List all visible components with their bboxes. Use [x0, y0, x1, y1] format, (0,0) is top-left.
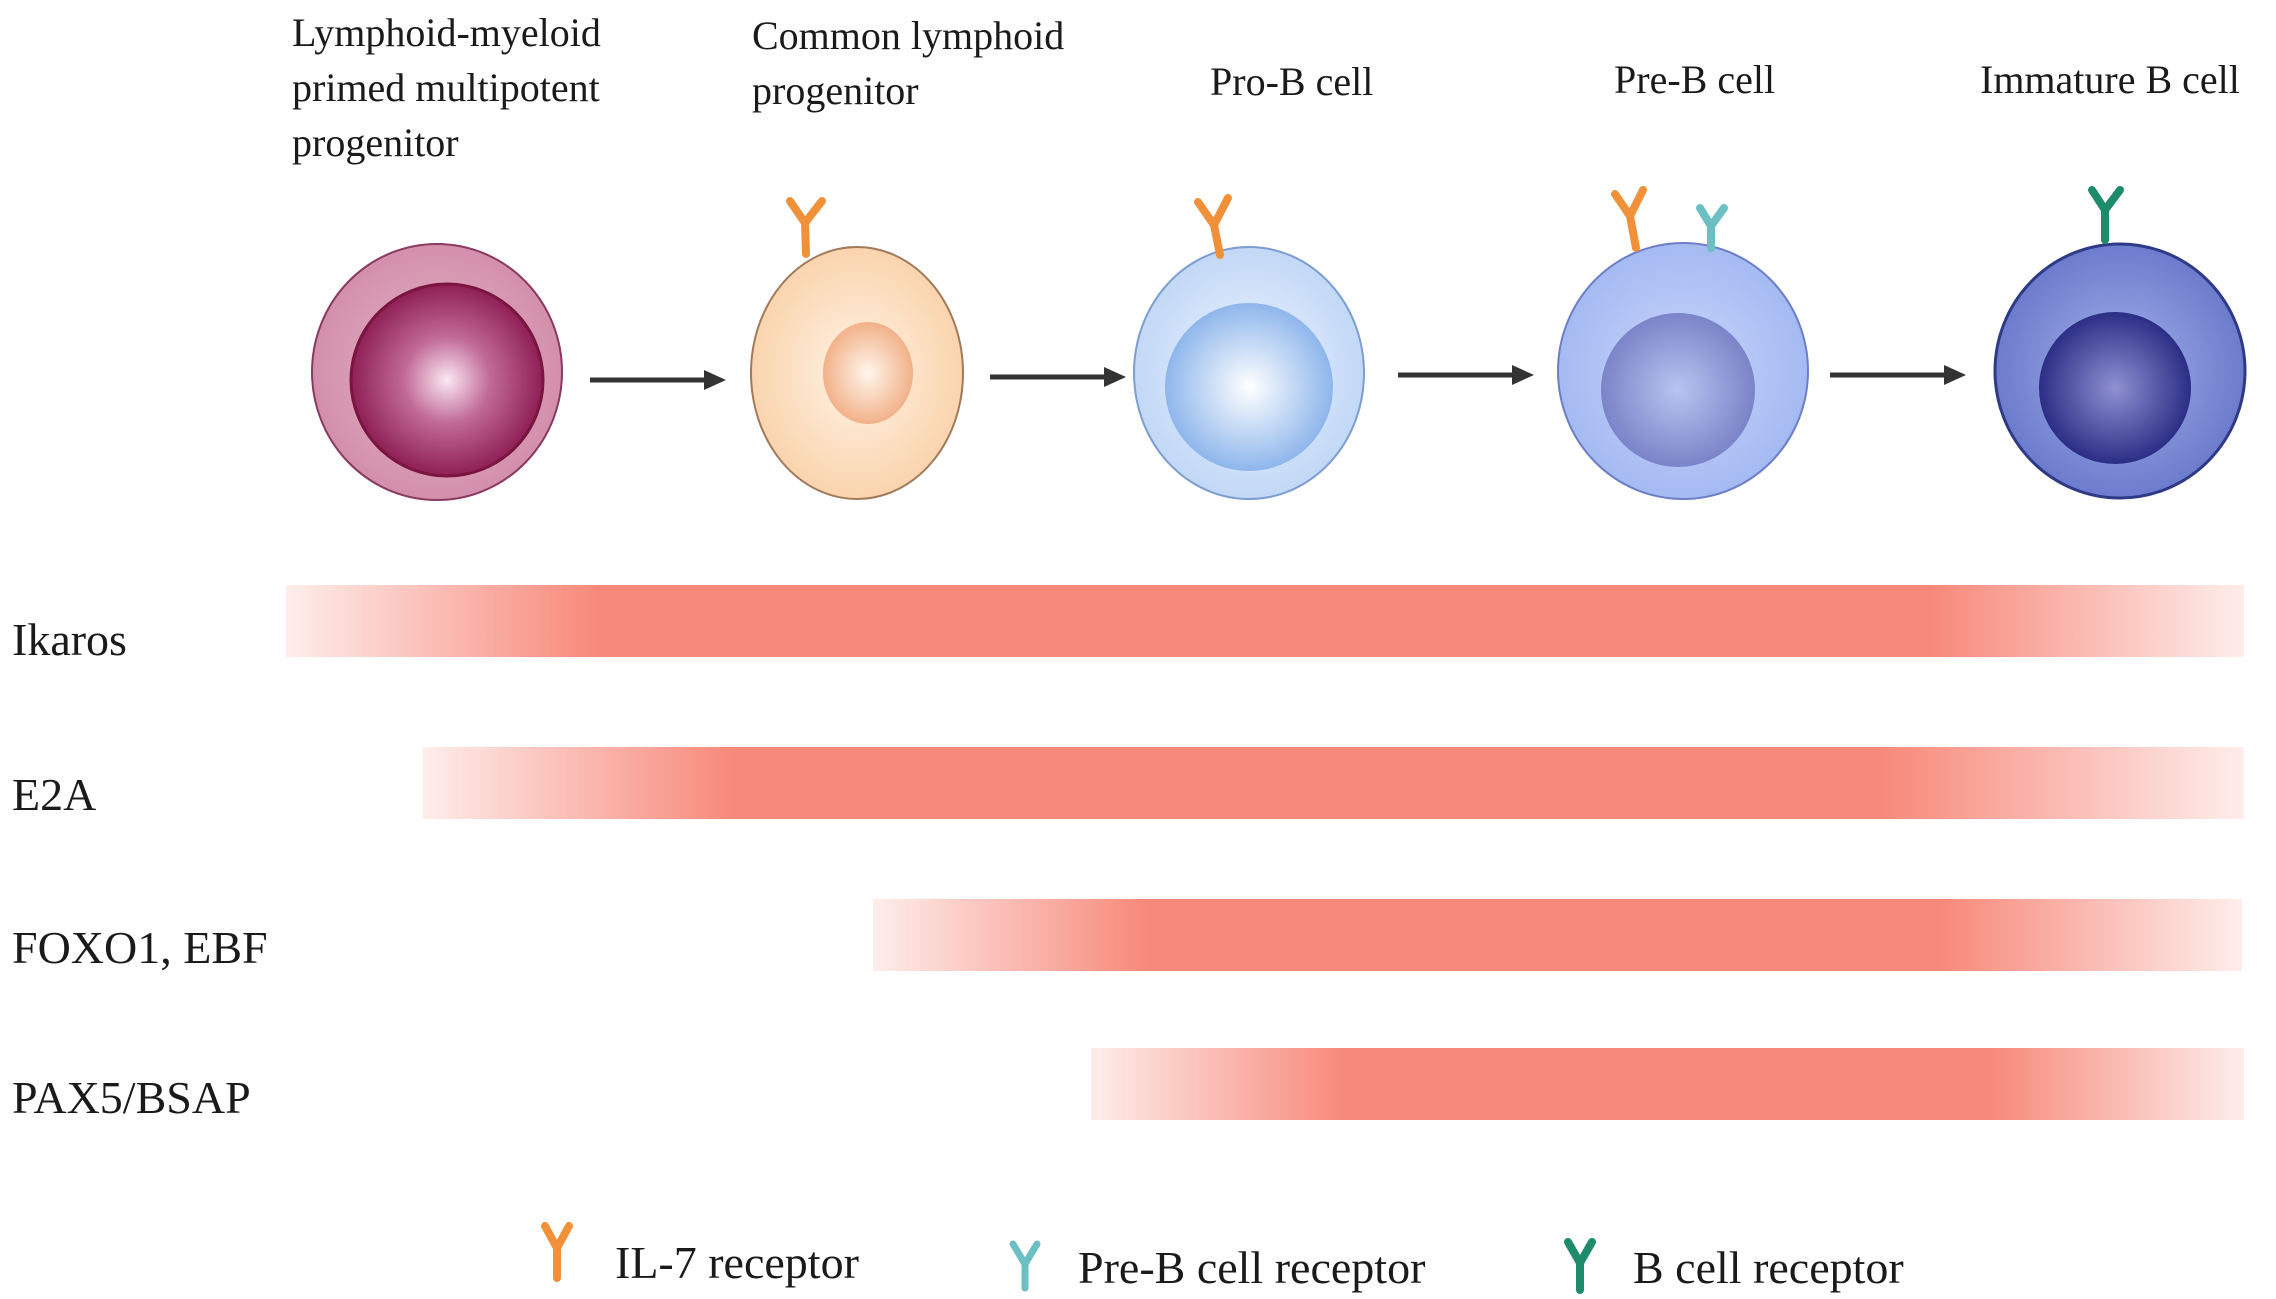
stage-label-immature-b: Immature B cell	[1980, 57, 2240, 102]
factor-label-ikaros: Ikaros	[12, 614, 127, 665]
arrow-lmpp-to-clp	[590, 370, 726, 390]
arrow-clp-to-pro-b	[990, 367, 1126, 387]
cell-pre-b	[1557, 242, 1809, 500]
arrow-pro-b-to-pre-b	[1398, 365, 1534, 385]
expression-bar-pax5-bsap	[1091, 1048, 2244, 1120]
expression-bar-foxo1-ebf	[873, 899, 2242, 971]
expression-bar-ikaros	[286, 585, 2244, 657]
legend-label-pre-b-cell-receptor: Pre-B cell receptor	[1078, 1242, 1426, 1293]
pre-b-cell-receptor-icon	[1696, 204, 1728, 252]
cell-lineage-graphic	[311, 186, 2247, 501]
stage-label-pro-b: Pro-B cell	[1210, 59, 1374, 104]
cell-pro-b	[1133, 246, 1365, 500]
factor-label-foxo1-ebf: FOXO1, EBF	[12, 922, 268, 973]
stage-label-clp: Common lymphoid progenitor	[752, 13, 1065, 113]
b-cell-receptor-icon	[2088, 186, 2124, 244]
b-cell-receptor-legend-icon	[1564, 1238, 1596, 1294]
cell-clp	[750, 246, 964, 500]
stage-label-pre-b: Pre-B cell	[1614, 57, 1776, 102]
expression-bar-e2a	[423, 747, 2244, 819]
il7-receptor-icon	[1194, 194, 1232, 259]
legend-label-b-cell-receptor: B cell receptor	[1633, 1242, 1904, 1293]
il7-receptor-icon	[786, 197, 826, 258]
cell-immature-b	[1993, 242, 2247, 500]
stage-label-lmpp: Lymphoid-myeloid primed multipotent prog…	[292, 10, 601, 165]
legend-label-il7-receptor: IL-7 receptor	[615, 1237, 859, 1288]
il7-receptor-icon	[1611, 186, 1647, 252]
factor-label-pax5-bsap: PAX5/BSAP	[12, 1072, 251, 1123]
factor-label-e2a: E2A	[12, 769, 97, 820]
arrow-pre-b-to-immature-b	[1830, 365, 1966, 385]
cell-lmpp	[311, 243, 563, 501]
il7-receptor-legend-icon	[541, 1222, 573, 1282]
pre-b-cell-receptor-legend-icon	[1009, 1240, 1041, 1292]
